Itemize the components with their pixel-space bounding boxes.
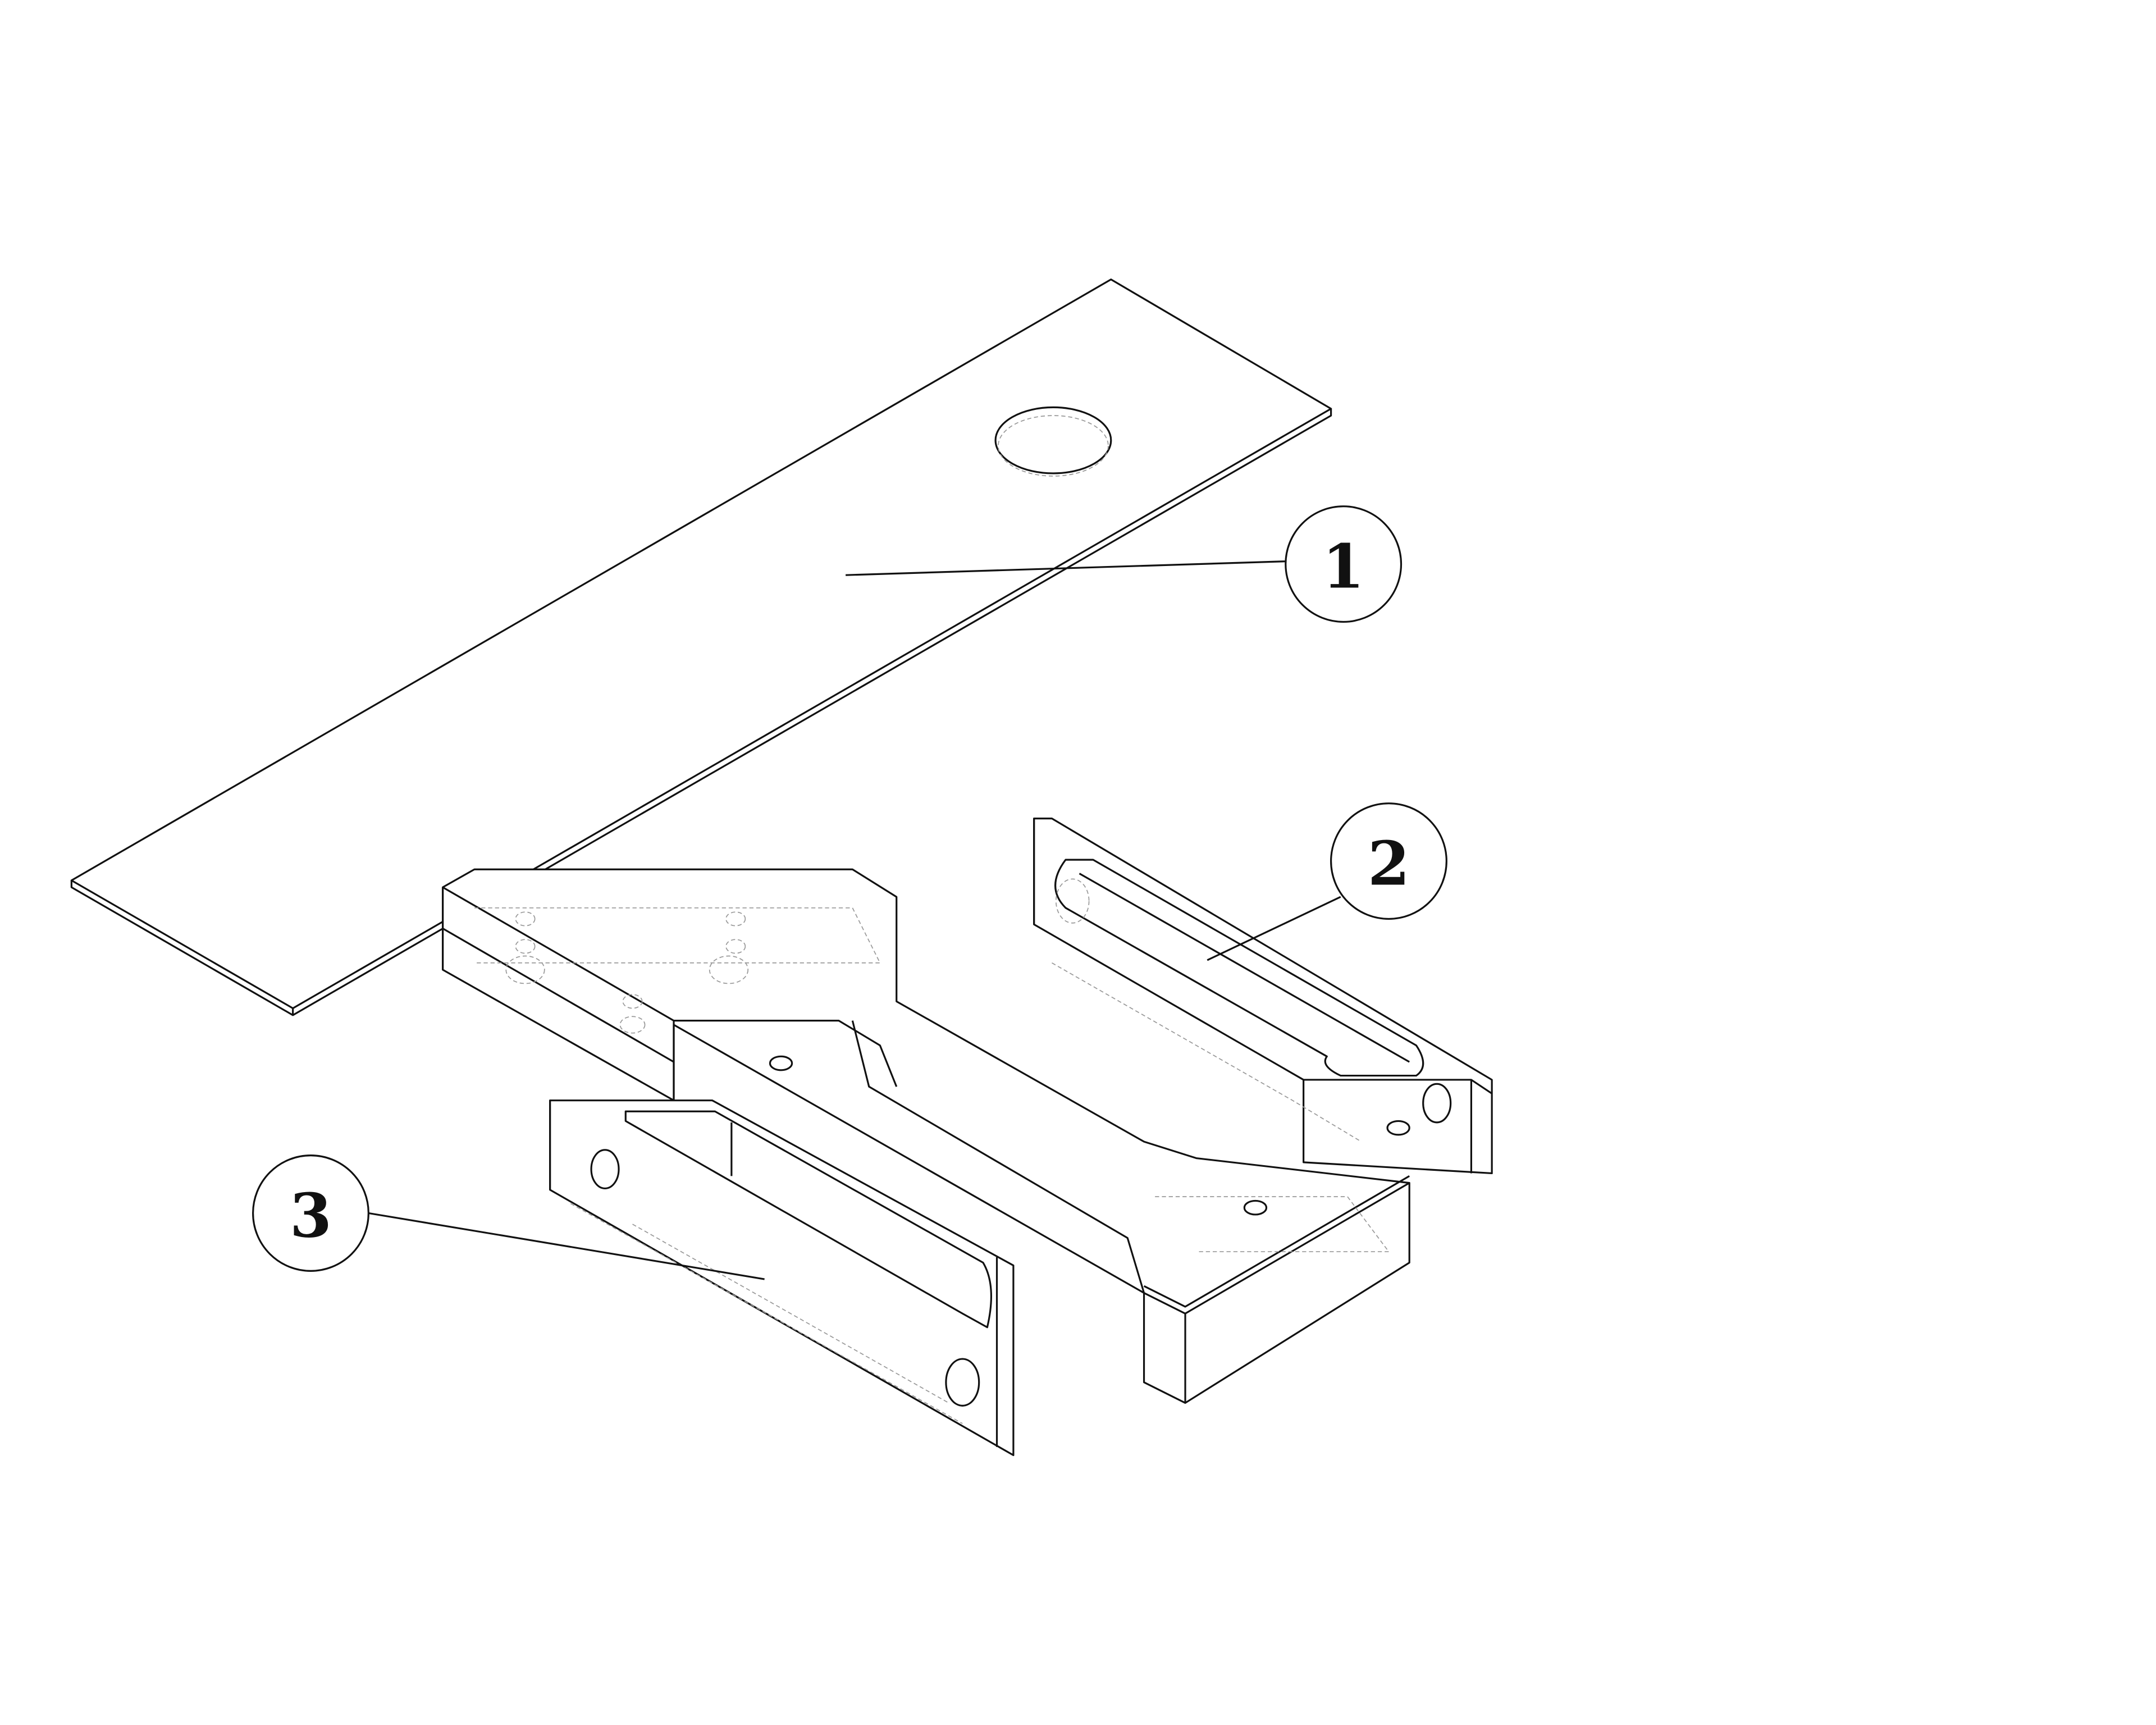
callout-label-3: 3: [290, 1180, 332, 1251]
callout-1: 1: [846, 505, 1403, 623]
callout-3: 3: [252, 1154, 765, 1280]
left-bracket-part-3: [549, 1099, 1015, 1457]
right-bracket-part-2: [1033, 818, 1493, 1175]
plate-part-1: [70, 279, 1332, 1016]
plate-hole: [994, 406, 1112, 474]
callout-label-1: 1: [1322, 531, 1364, 602]
callout-label-2: 2: [1368, 828, 1410, 899]
callout-2: 2: [1207, 802, 1447, 961]
center-body: [441, 868, 1410, 1404]
